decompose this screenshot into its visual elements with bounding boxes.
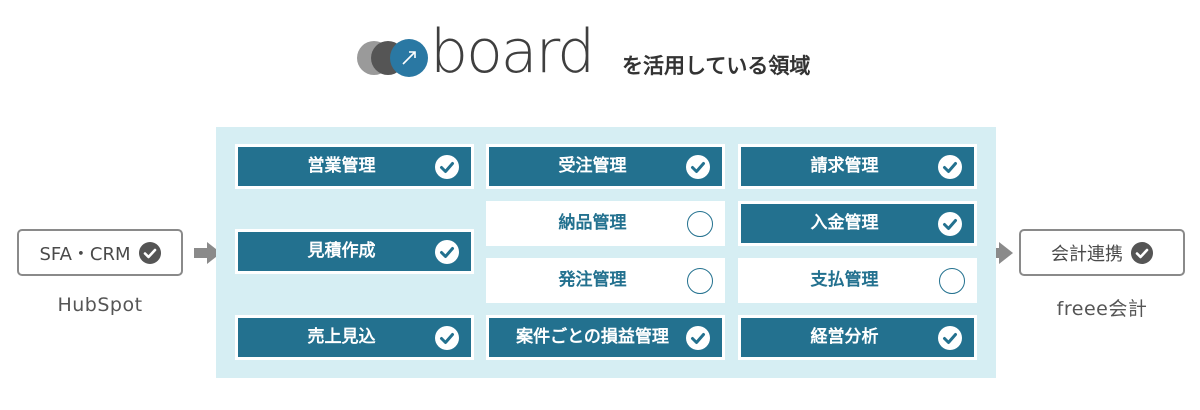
module-card: 経営分析 bbox=[738, 315, 977, 360]
module-card: 売上見込 bbox=[235, 315, 474, 360]
right-system-box: 会計連携 bbox=[1019, 229, 1185, 276]
check-circle-icon bbox=[138, 241, 161, 264]
module-label: 支払管理 bbox=[810, 270, 879, 290]
module-card: 発注管理 bbox=[486, 258, 725, 303]
check-circle-icon bbox=[435, 154, 459, 179]
module-card: 見積作成 bbox=[235, 229, 474, 274]
header-tagline: を活用している領域 bbox=[622, 54, 811, 78]
module-label: 案件ごとの損益管理 bbox=[516, 327, 669, 347]
board-usage-panel: 営業管理 見積作成 売上見込 受注管理 納品管理 発注管理 案件ごとの損益管理 … bbox=[216, 127, 996, 378]
module-label: 発注管理 bbox=[558, 270, 627, 290]
check-circle-icon bbox=[938, 211, 962, 236]
module-card: 請求管理 bbox=[738, 144, 977, 189]
check-circle-icon bbox=[435, 325, 459, 350]
right-system-label: 会計連携 bbox=[1051, 243, 1123, 265]
empty-circle-icon bbox=[687, 267, 713, 294]
module-label: 営業管理 bbox=[307, 156, 376, 176]
arrow-right-icon bbox=[194, 242, 221, 264]
module-label: 売上見込 bbox=[307, 327, 376, 347]
header: board を活用している領域 bbox=[0, 22, 1200, 88]
empty-circle-icon bbox=[939, 267, 965, 294]
module-label: 入金管理 bbox=[810, 213, 879, 233]
check-circle-icon bbox=[686, 325, 710, 350]
check-circle-icon bbox=[435, 239, 459, 264]
board-logo-icon bbox=[357, 39, 428, 77]
module-card: 支払管理 bbox=[738, 258, 977, 303]
module-label: 見積作成 bbox=[307, 241, 376, 261]
check-circle-icon bbox=[938, 325, 962, 350]
module-label: 受注管理 bbox=[558, 156, 627, 176]
empty-circle-icon bbox=[687, 210, 713, 237]
module-label: 請求管理 bbox=[810, 156, 879, 176]
module-label: 経営分析 bbox=[810, 327, 879, 347]
left-system-caption: HubSpot bbox=[57, 294, 143, 316]
module-card: 納品管理 bbox=[486, 201, 725, 246]
check-circle-icon bbox=[938, 154, 962, 179]
module-card: 案件ごとの損益管理 bbox=[486, 315, 725, 360]
left-system-label: SFA・CRM bbox=[39, 243, 131, 265]
module-card: 受注管理 bbox=[486, 144, 725, 189]
check-circle-icon bbox=[1131, 241, 1153, 264]
right-system-caption: freee会計 bbox=[1056, 298, 1148, 320]
module-label: 納品管理 bbox=[558, 213, 627, 233]
module-card: 営業管理 bbox=[235, 144, 474, 189]
brand-wordmark: board bbox=[430, 17, 595, 87]
check-circle-icon bbox=[686, 154, 710, 179]
module-card: 入金管理 bbox=[738, 201, 977, 246]
left-system-box: SFA・CRM bbox=[17, 229, 183, 276]
